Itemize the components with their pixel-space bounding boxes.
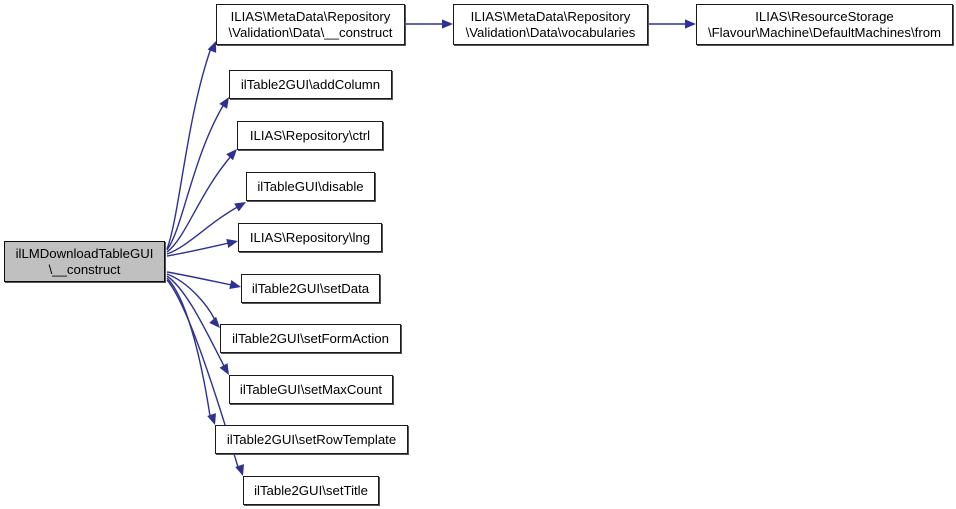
edge-vocabularies-to-defaultmachines-arrowhead: [685, 19, 696, 29]
graph-node-iltablegui-disable[interactable]: ilTableGUI\disable: [246, 172, 375, 201]
graph-node-iltable2gui-settitle[interactable]: ilTable2GUI\setTitle: [243, 476, 379, 505]
graph-node-ilLMDownloadTableGUI-construct: ilLMDownloadTableGUI\__construct: [4, 241, 165, 282]
node-label-line: ilLMDownloadTableGUI: [15, 245, 154, 261]
node-label-line: \Validation\Data\__construct: [228, 24, 393, 40]
node-label-line: ILIAS\MetaData\Repository: [470, 8, 631, 24]
edge-root-to-ctrl: [166, 154, 233, 253]
graph-node-iltable2gui-addcolumn[interactable]: ilTable2GUI\addColumn: [229, 70, 392, 99]
graph-node-iltable2gui-setformaction[interactable]: ilTable2GUI\setFormAction: [220, 324, 401, 353]
edge-root-to-disable: [166, 204, 242, 255]
node-label-line: \Flavour\Machine\DefaultMachines\from: [707, 24, 942, 40]
graph-node-ilias-repository-ctrl[interactable]: ILIAS\Repository\ctrl: [237, 121, 383, 150]
graph-node-iltablegui-setmaxcount[interactable]: ilTableGUI\setMaxCount: [229, 375, 393, 404]
edge-construct-to-vocabularies-arrowhead: [442, 19, 453, 29]
graph-node-metadata-repository-validation-data-vocabularies[interactable]: ILIAS\MetaData\Repository\Validation\Dat…: [453, 4, 648, 45]
edge-root-to-setformaction: [166, 273, 216, 321]
edge-root-to-addcolumn: [166, 103, 225, 251]
edge-root-to-setrowtemplate: [166, 277, 211, 417]
node-label-line: \Validation\Data\vocabularies: [465, 24, 636, 40]
node-label-line: ilTableGUI\setMaxCount: [239, 381, 383, 397]
graph-node-resourcestorage-flavour-machine-defaultmachines-from[interactable]: ILIAS\ResourceStorage\Flavour\Machine\De…: [696, 4, 953, 45]
node-label-line: ilTable2GUI\setRowTemplate: [226, 431, 397, 447]
edge-root-to-setdata: [166, 271, 237, 287]
node-label-line: ILIAS\Repository\ctrl: [249, 127, 371, 143]
graph-node-iltable2gui-setrowtemplate[interactable]: ilTable2GUI\setRowTemplate: [215, 425, 408, 454]
node-label-line: ilTable2GUI\addColumn: [240, 76, 381, 92]
node-label-line: ILIAS\MetaData\Repository: [230, 8, 391, 24]
graph-node-metadata-repository-validation-data-construct[interactable]: ILIAS\MetaData\Repository\Validation\Dat…: [216, 4, 405, 45]
graph-node-ilias-repository-lng[interactable]: ILIAS\Repository\lng: [238, 223, 382, 252]
node-label-line: ILIAS\Repository\lng: [249, 229, 371, 245]
node-label-line: ILIAS\ResourceStorage: [755, 8, 894, 24]
edge-root-to-setmaxcount: [166, 275, 225, 367]
edge-root-to-lng: [166, 241, 234, 257]
node-label-line: ilTable2GUI\setTitle: [254, 482, 368, 498]
graph-node-iltable2gui-setdata[interactable]: ilTable2GUI\setData: [241, 274, 380, 303]
node-label-line: ilTable2GUI\setData: [251, 280, 370, 296]
edge-root-to-construct: [166, 47, 212, 250]
node-label-line: ilTableGUI\disable: [257, 178, 364, 194]
node-label-line: ilTable2GUI\setFormAction: [232, 330, 389, 346]
node-label-line: \__construct: [48, 261, 121, 277]
